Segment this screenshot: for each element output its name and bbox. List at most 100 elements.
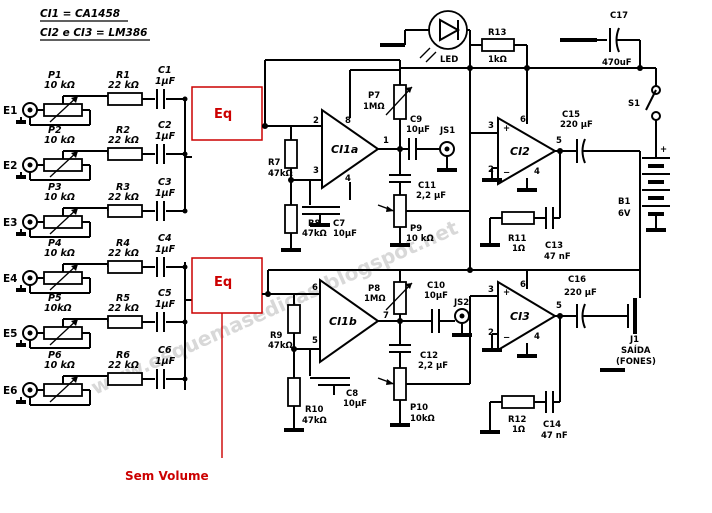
pin-ci3-4: 4 — [534, 332, 540, 342]
input-label-e4: E4 — [3, 273, 17, 285]
resistor-r3 — [107, 204, 143, 218]
cap-label-c1: C1 — [158, 65, 172, 76]
pin-b6: 6 — [312, 283, 318, 293]
c13-value: 47 nF — [544, 252, 571, 262]
p10-pot — [393, 367, 407, 401]
r7-label: R7 — [268, 158, 281, 168]
cap-label-c2: C2 — [158, 120, 172, 131]
ci3-minus: − — [503, 333, 510, 343]
ci1a-opamp — [321, 108, 380, 190]
r7-value: 47kΩ — [268, 169, 293, 179]
resistor-r1 — [107, 92, 143, 106]
pot-value-p4: 10 kΩ — [44, 248, 75, 259]
j1-label-saida: SAÍDA — [621, 344, 651, 356]
r13-label: R13 — [488, 28, 506, 38]
cap-label-c5: C5 — [158, 288, 172, 299]
c14-value: 47 nF — [541, 431, 568, 441]
s1-label: S1 — [628, 99, 640, 109]
resistor-value-r1: 22 kΩ — [108, 80, 139, 91]
r12-value: 1Ω — [512, 425, 525, 435]
resistor-label-r5: R5 — [116, 293, 130, 304]
pot-value-p6: 10 kΩ — [44, 360, 75, 371]
ci2-minus: − — [503, 168, 510, 178]
pot-value-p2: 10 kΩ — [44, 135, 75, 146]
led-diode — [439, 18, 461, 42]
pin-a1: 1 — [383, 136, 389, 146]
b1-plus: + — [660, 145, 667, 155]
c7-label: C7 — [333, 219, 345, 229]
input-label-e1: E1 — [3, 105, 17, 117]
pin-ci2-6: 6 — [520, 115, 526, 125]
pot-value-p1: 10 kΩ — [44, 80, 75, 91]
cap-value-c4: 1µF — [155, 244, 176, 255]
pin-a8: 8 — [345, 116, 351, 126]
r10-resistor — [287, 377, 301, 407]
cap-label-c4: C4 — [158, 233, 172, 244]
r11-resistor — [501, 211, 535, 225]
r7-resistor — [284, 139, 298, 169]
eq-label-1: Eq — [214, 107, 232, 122]
c9-value: 10µF — [406, 125, 430, 135]
c13-label: C13 — [545, 241, 563, 251]
c12-value: 2,2 µF — [418, 361, 448, 371]
pot-label-p1: P1 — [48, 70, 62, 81]
r12-resistor — [501, 395, 535, 409]
cap-value-c3: 1µF — [155, 188, 176, 199]
r13-resistor — [481, 38, 515, 52]
p8-label: P8 — [368, 284, 380, 294]
pin-ci3-3: 3 — [488, 285, 494, 295]
resistor-r5 — [107, 315, 143, 329]
p9-pot — [393, 194, 407, 228]
pot-label-p5: P5 — [48, 293, 62, 304]
pin-a3: 3 — [313, 166, 319, 176]
b1-value: 6V — [618, 209, 631, 219]
ci3-plus: + — [503, 288, 510, 298]
eq-label-2: Eq — [214, 275, 232, 290]
pin-b5: 5 — [312, 336, 318, 346]
resistor-value-r3: 22 kΩ — [108, 192, 139, 203]
c14-label: C14 — [543, 420, 561, 430]
c11-label: C11 — [418, 181, 436, 191]
ci3-amp — [497, 280, 557, 352]
c15-value: 220 µF — [560, 120, 593, 130]
input-label-e6: E6 — [3, 385, 17, 397]
p9-value: 10 kΩ — [406, 234, 434, 244]
pin-a4: 4 — [345, 174, 351, 184]
b1-label: B1 — [618, 197, 630, 207]
input-label-e3: E3 — [3, 217, 17, 229]
js2-label: JS2 — [453, 298, 469, 308]
ci1b-label: CI1b — [329, 315, 357, 328]
cap-label-c6: C6 — [158, 345, 172, 356]
p9-label: P9 — [410, 224, 422, 234]
c8-label: C8 — [346, 389, 358, 399]
r8-resistor — [284, 204, 298, 234]
p7-pot — [393, 84, 407, 120]
header-line-2: CI2 e CI3 = LM386 — [40, 27, 147, 39]
c8-value: 10µF — [343, 399, 367, 409]
js1-label: JS1 — [439, 126, 455, 136]
ci2-amp — [497, 116, 557, 186]
r11-value: 1Ω — [512, 244, 525, 254]
p8-value: 1MΩ — [364, 294, 386, 304]
s1-contact-b — [651, 111, 661, 121]
resistor-label-r6: R6 — [116, 350, 130, 361]
p7-label: P7 — [368, 91, 380, 101]
pot-label-p6: P6 — [48, 350, 62, 361]
pin-ci2-5: 5 — [556, 136, 562, 146]
c17-label: C17 — [610, 11, 628, 21]
resistor-value-r2: 22 kΩ — [108, 135, 139, 146]
pot-label-p2: P2 — [48, 125, 62, 136]
r10-label: R10 — [305, 405, 323, 415]
ci1b-opamp — [319, 278, 380, 364]
s1-lever — [645, 89, 657, 111]
header-line-1: CI1 = CA1458 — [40, 8, 120, 20]
c10-value: 10µF — [424, 291, 448, 301]
cap-value-c6: 1µF — [155, 356, 176, 367]
c15-label: C15 — [562, 110, 580, 120]
